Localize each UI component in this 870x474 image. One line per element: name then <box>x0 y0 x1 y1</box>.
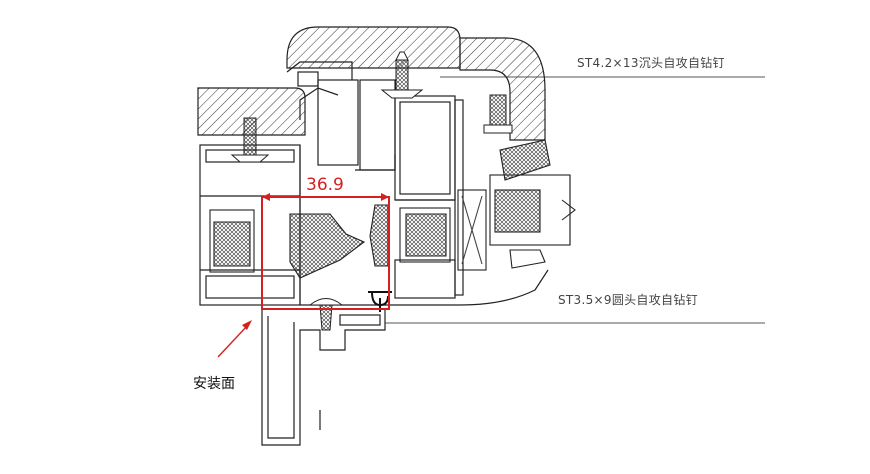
top-screw-label: ST4.2×13沉头自攻自钻钉 <box>577 56 725 70</box>
dimension-value: 36.9 <box>306 175 344 195</box>
top-screw <box>380 51 424 99</box>
left-screw <box>230 117 270 163</box>
dimension-arrow-left <box>262 193 270 201</box>
dimension-arrow-right <box>381 193 389 201</box>
left-cover-profile <box>197 87 306 136</box>
bottom-screw <box>308 298 344 331</box>
install-arrow <box>217 320 252 358</box>
install-surface-label: 安装面 <box>193 376 235 392</box>
right-screw <box>483 94 513 134</box>
top-cover-profile <box>286 26 546 141</box>
thermal-break <box>209 204 451 279</box>
bottom-screw-label: ST3.5×9圆头自攻自钻钉 <box>558 293 698 307</box>
glass-unit <box>457 139 576 271</box>
sub-frame <box>261 310 386 446</box>
dimension-box <box>261 193 390 310</box>
